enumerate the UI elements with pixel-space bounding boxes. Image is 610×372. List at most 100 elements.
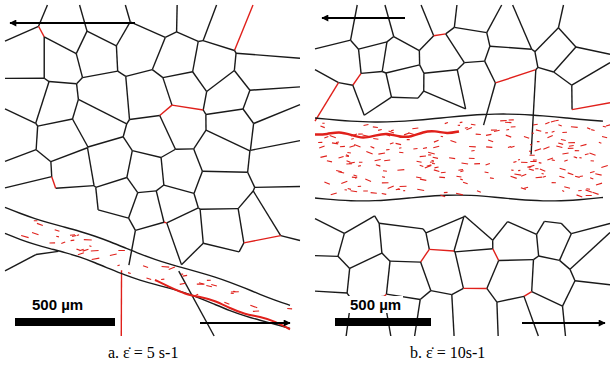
misorientation-speckle (562, 132, 567, 133)
misorientation-speckle (253, 310, 259, 312)
grain-boundary (351, 40, 359, 49)
grain-boundary (554, 72, 572, 85)
grain-boundary (576, 47, 610, 54)
grain-boundary (244, 236, 281, 243)
misorientation-speckle (486, 146, 492, 148)
grain-boundary (203, 41, 234, 51)
grain-boundary (524, 292, 532, 297)
grain-boundary (375, 216, 380, 223)
misorientation-speckle (181, 274, 183, 275)
misorientation-speckle (351, 191, 358, 192)
grain-boundary (487, 33, 490, 47)
misorientation-speckle (558, 125, 561, 126)
grain-boundary (539, 256, 560, 260)
grain-boundary (508, 222, 537, 235)
misorientation-speckle (92, 258, 100, 259)
misorientation-speckle (428, 152, 435, 154)
grain-boundary (454, 5, 457, 27)
misorientation-speckle (533, 124, 538, 126)
band-boundary (315, 195, 603, 201)
misorientation-speckle (591, 160, 594, 161)
misorientation-speckle (37, 223, 43, 225)
grain-boundary (88, 148, 95, 186)
grain-boundary (382, 253, 390, 261)
grain-boundary (575, 281, 610, 285)
misorientation-speckle (595, 174, 601, 175)
misorientation-speckle (78, 253, 84, 255)
grain-map-b (315, 5, 610, 336)
misorientation-speckle (233, 291, 235, 292)
grain-boundary (126, 70, 153, 77)
misorientation-speckle (577, 195, 583, 197)
grain-boundary (531, 70, 536, 155)
misorientation-speckle (552, 159, 555, 161)
grain-boundary (513, 5, 532, 49)
misorientation-speckle (61, 242, 65, 243)
misorientation-speckle (505, 122, 511, 123)
grain-boundary (234, 5, 253, 50)
misorientation-speckle (536, 130, 541, 131)
grain-boundary (524, 296, 538, 336)
misorientation-speckle (347, 161, 351, 163)
shear-arrow (522, 322, 605, 324)
misorientation-speckle (590, 178, 593, 179)
grain-boundary (160, 105, 172, 115)
grain-boundary (429, 249, 454, 251)
misorientation-speckle (506, 135, 511, 137)
grain-boundary (390, 260, 421, 262)
misorientation-speckle (231, 291, 239, 292)
misorientation-speckle (56, 236, 59, 238)
grain-boundary (391, 96, 418, 98)
grain-boundary (203, 243, 239, 252)
grain-boundary (492, 240, 493, 248)
misorientation-speckle (383, 170, 387, 172)
misorientation-speckle (366, 151, 372, 154)
grain-boundary (385, 5, 394, 37)
grain-boundary (172, 105, 203, 110)
grain-boundary (78, 99, 126, 123)
misorientation-speckle (530, 144, 532, 146)
misorientation-speckle (488, 140, 493, 142)
grain-boundary (250, 124, 253, 151)
misorientation-speckle (349, 162, 355, 163)
misorientation-speckle (579, 157, 581, 158)
grain-boundary (420, 65, 424, 73)
misorientation-speckle (162, 266, 170, 268)
grain-boundary (194, 149, 203, 171)
grain-boundary (554, 47, 576, 72)
misorientation-speckle (555, 120, 558, 122)
grain-boundary (315, 291, 347, 293)
misorientation-speckle (382, 176, 385, 178)
misorientation-speckle (359, 162, 362, 163)
misorientation-speckle (399, 152, 403, 154)
misorientation-speckle (351, 134, 354, 136)
grain-boundary (421, 5, 434, 36)
grain-boundary (135, 222, 164, 230)
misorientation-speckle (530, 161, 536, 162)
misorientation-speckle (586, 190, 592, 192)
grain-boundary (36, 82, 49, 124)
misorientation-speckle (506, 129, 509, 131)
grain-boundary (203, 110, 206, 114)
misorientation-speckle (354, 145, 360, 147)
misorientation-speckle (591, 129, 594, 131)
grain-boundary (194, 171, 202, 193)
misorientation-speckle (556, 146, 562, 148)
misorientation-speckle (169, 267, 175, 270)
misorientation-speckle (460, 122, 463, 124)
grain-boundary (202, 171, 247, 172)
misorientation-speckle (456, 176, 461, 178)
grain-boundary (167, 223, 182, 265)
misorientation-speckle (558, 143, 563, 144)
grain-boundary (160, 115, 176, 149)
grain-boundary (52, 177, 56, 189)
misorientation-speckle (511, 146, 515, 147)
misorientation-speckle (117, 264, 119, 266)
misorientation-speckle (340, 146, 345, 147)
shear-arrow (10, 22, 135, 24)
misorientation-speckle (320, 156, 326, 158)
scale-bar-label: 500 µm (30, 296, 85, 313)
grain-boundary (206, 109, 243, 114)
grain-boundary (243, 109, 254, 124)
grain-boundary (83, 71, 118, 77)
